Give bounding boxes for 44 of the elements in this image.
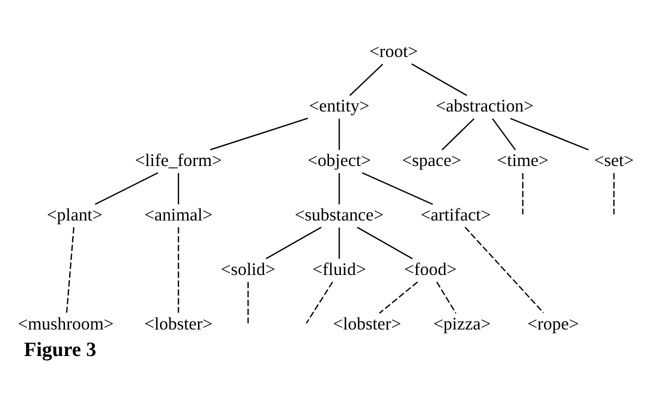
node-text: <life_form> — [135, 150, 222, 170]
node-text: <lobster> — [144, 313, 213, 334]
connector — [349, 64, 384, 96]
connector — [338, 173, 340, 204]
connector — [464, 226, 544, 314]
node-text: <animal> — [144, 204, 213, 224]
connector — [66, 227, 74, 313]
node-text: <abstraction> — [436, 96, 534, 116]
connector — [510, 118, 589, 150]
node-text: <entity> — [309, 96, 370, 116]
node-text: <plant> — [46, 204, 102, 224]
connector — [436, 282, 456, 314]
caption: Figure 3 — [24, 339, 96, 362]
connector — [522, 173, 524, 214]
node-text: <pizza> — [433, 313, 491, 334]
node-text: <food> — [404, 258, 457, 279]
connector — [356, 226, 413, 260]
connector — [362, 172, 433, 205]
connector — [613, 173, 615, 214]
connector — [492, 118, 516, 150]
node-text: <artifact> — [420, 204, 491, 224]
node-text: <substance> — [294, 204, 384, 224]
node-text: <lobster> — [332, 313, 402, 334]
node-text: <solid> — [220, 258, 276, 279]
connector — [247, 282, 249, 324]
connector — [306, 282, 334, 324]
connector — [442, 118, 474, 150]
node-text: <set> — [594, 150, 634, 170]
node-text: <object> — [308, 150, 371, 170]
node-text: <fluid> — [312, 258, 366, 279]
connector — [94, 172, 158, 205]
connector — [379, 281, 418, 314]
connector — [178, 227, 180, 313]
node-text: <mushroom> — [18, 313, 114, 334]
node-text: <root> — [369, 41, 418, 62]
connector — [338, 228, 340, 259]
connector — [411, 63, 468, 96]
connector — [210, 118, 308, 150]
node-text: <rope> — [527, 313, 579, 334]
connector — [266, 226, 322, 260]
connector — [338, 118, 340, 150]
node-text: <space> — [402, 150, 462, 170]
connector — [178, 173, 180, 204]
node-text: <time> — [497, 150, 549, 170]
